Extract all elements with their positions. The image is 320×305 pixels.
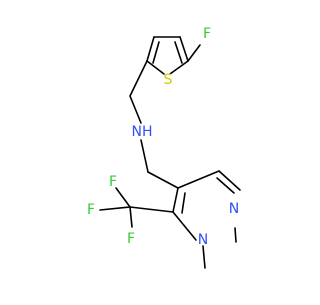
bond-cf3-f-lower	[129, 206, 133, 228]
bond-c4-c5-double	[174, 41, 183, 64]
bond-c2-c3-double	[152, 41, 160, 64]
pyrazole-n1-label: N	[198, 232, 208, 248]
bond-cf3-f-left	[99, 206, 131, 211]
fluorine-cf3-left-label: F	[87, 202, 95, 218]
bond-c2-c3	[146, 36, 155, 62]
bond-s-c2	[146, 60, 165, 75]
structure-svg: F S NH N N F F F	[87, 26, 241, 269]
bond-c3pz-n2-double	[216, 177, 235, 194]
bond-c2-ch2	[129, 60, 148, 97]
bond-ch2-nh	[129, 95, 142, 124]
fluorine-thiophene-label: F	[203, 26, 211, 42]
fluorine-cf3-upper-label: F	[109, 174, 117, 190]
bond-c5pz-c4pz-double	[181, 192, 186, 214]
bond-c4pz-c3pz	[177, 170, 220, 189]
bond-c5-s	[169, 60, 189, 75]
bond-c4-c5	[179, 36, 189, 62]
pyrazole-ring	[172, 170, 241, 269]
bond-cf3-f-upper	[115, 187, 131, 208]
bond-c5pz-c4pz	[172, 187, 179, 213]
sulfur-label: S	[164, 72, 173, 88]
fluorine-cf3-lower-label: F	[127, 231, 135, 247]
bond-nh-ch2	[140, 139, 149, 173]
bond-n1-c5pz	[172, 211, 197, 241]
bond-c3pz-n2	[218, 170, 241, 191]
trifluoromethyl-group	[99, 187, 174, 228]
molecule-diagram: F S NH N N F F F	[87, 26, 241, 269]
bond-c5-f	[187, 44, 201, 62]
bond-n1-methyl	[202, 245, 206, 269]
bond-ch2-c4pz	[147, 171, 179, 189]
amine-nh-label: NH	[132, 124, 153, 140]
thiophene-ring	[146, 36, 201, 75]
bond-n2-n1	[234, 227, 237, 243]
pyrazole-n2-label: N	[229, 201, 239, 217]
bond-c5pz-cf3	[129, 206, 174, 213]
